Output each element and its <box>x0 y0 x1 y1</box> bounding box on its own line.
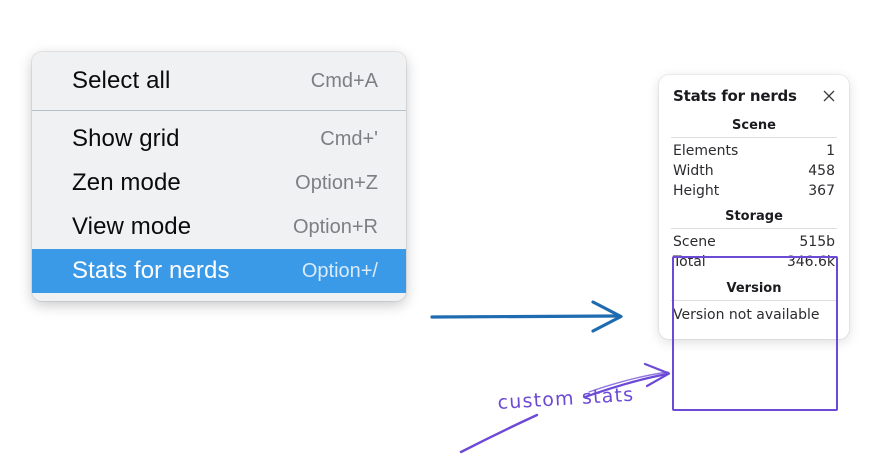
custom-stats-annotation-label: custom stats <box>497 383 635 414</box>
section-divider <box>671 300 837 301</box>
menu-item-shortcut: Option+R <box>292 215 378 238</box>
panel-header: Stats for nerds <box>659 87 849 105</box>
stat-row-scene-storage: Scene 515b <box>659 232 849 252</box>
stat-key: Elements <box>673 143 739 159</box>
menu-item-label: Show grid <box>72 125 180 152</box>
stat-row-elements: Elements 1 <box>659 141 849 161</box>
context-menu[interactable]: Select all Cmd+A Show grid Cmd+' Zen mod… <box>32 52 406 301</box>
panel-title: Stats for nerds <box>673 87 797 105</box>
stat-value: 458 <box>808 163 835 179</box>
stat-key: Scene <box>673 234 716 250</box>
stat-value: 346.6k <box>786 254 835 270</box>
menu-item-zen-mode[interactable]: Zen mode Option+Z <box>32 161 406 205</box>
section-title-storage: Storage <box>725 209 783 224</box>
stats-for-nerds-panel: Stats for nerds Scene Elements 1 Width 4… <box>659 75 849 339</box>
menu-item-shortcut: Option+/ <box>301 259 378 282</box>
menu-item-view-mode[interactable]: View mode Option+R <box>32 205 406 249</box>
section-divider <box>671 137 837 138</box>
stat-value: 1 <box>826 143 835 159</box>
menu-item-label: Select all <box>72 67 171 94</box>
menu-group-2: Show grid Cmd+' Zen mode Option+Z View m… <box>32 117 406 293</box>
menu-item-shortcut: Option+Z <box>295 171 378 194</box>
stat-key: Height <box>673 183 720 199</box>
stat-value: 515b <box>799 234 835 250</box>
blue-arrow-icon <box>430 300 623 333</box>
stat-key: Total <box>673 254 706 270</box>
menu-item-select-all[interactable]: Select all Cmd+A <box>32 59 406 103</box>
menu-item-show-grid[interactable]: Show grid Cmd+' <box>32 117 406 161</box>
close-icon[interactable] <box>821 88 837 104</box>
menu-item-stats-for-nerds[interactable]: Stats for nerds Option+/ <box>32 249 406 293</box>
menu-item-label: View mode <box>72 213 192 240</box>
stat-row-total-storage: Total 346.6k <box>659 252 849 272</box>
menu-separator <box>32 110 406 111</box>
menu-item-label: Zen mode <box>72 169 181 196</box>
stat-row-width: Width 458 <box>659 161 849 181</box>
purple-underline-stroke <box>459 413 539 454</box>
menu-item-label: Stats for nerds <box>72 257 230 284</box>
version-value: Version not available <box>673 307 820 323</box>
section-title-scene: Scene <box>732 118 776 133</box>
stat-key: Width <box>673 163 714 179</box>
section-divider <box>671 228 837 229</box>
section-title-version: Version <box>726 281 782 296</box>
stat-value: 367 <box>808 183 835 199</box>
menu-item-shortcut: Cmd+A <box>310 69 378 92</box>
menu-item-shortcut: Cmd+' <box>320 127 378 150</box>
menu-group-1: Select all Cmd+A <box>32 59 406 103</box>
stat-row-height: Height 367 <box>659 181 849 201</box>
